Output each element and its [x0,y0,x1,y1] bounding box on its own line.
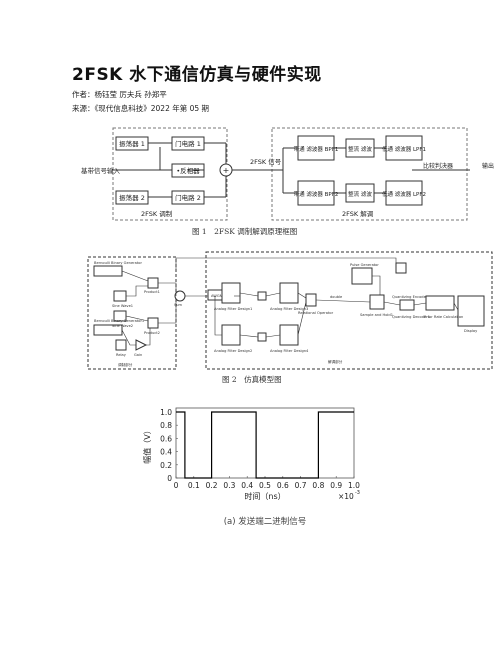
x-tick-label: 0.5 [259,481,271,490]
x-tick-label: 1.0 [348,481,360,490]
y-tick-label: 0 [167,474,172,483]
chart-subtitle: (a) 发送端二进制信号 [224,516,307,527]
y-tick-label: 1.0 [160,408,172,417]
x-tick-label: 0.4 [241,481,253,490]
signal-line [176,411,354,479]
x-tick-label: 0.2 [206,481,218,490]
x-axis-label: 时间（ns） [244,491,285,501]
x-tick-label: 0.3 [223,481,235,490]
plot-frame [175,407,355,479]
x-tick-label: 0.8 [312,481,324,490]
x-tick-label: 0.9 [330,481,342,490]
x-multiplier: ×10 [338,492,354,501]
x-tick-label: 0.7 [295,481,307,490]
y-tick-label: 0.6 [160,434,172,443]
article-source: 来源：《现代信息科技》2022 年第 05 期 [72,104,210,113]
y-tick-label: 0.8 [160,421,172,430]
article-title: 2FSK 水下通信仿真与硬件实现 [72,65,322,85]
figure-2-caption: 图 2 仿真模型图 [222,375,282,384]
x-exponent: -3 [355,490,360,496]
x-tick-label: 0 [174,481,179,490]
x-tick-label: 0.1 [188,481,200,490]
figure-1-caption: 图 1 2FSK 调制解调原理框图 [192,227,298,236]
article-authors: 作者：杨钰莹 厉夫兵 孙郑平 [72,90,167,99]
x-tick-label: 0.6 [277,481,289,490]
y-tick-label: 0.2 [160,461,172,470]
y-axis-label: 幅值（V） [142,426,152,463]
y-tick-label: 0.4 [160,448,172,457]
